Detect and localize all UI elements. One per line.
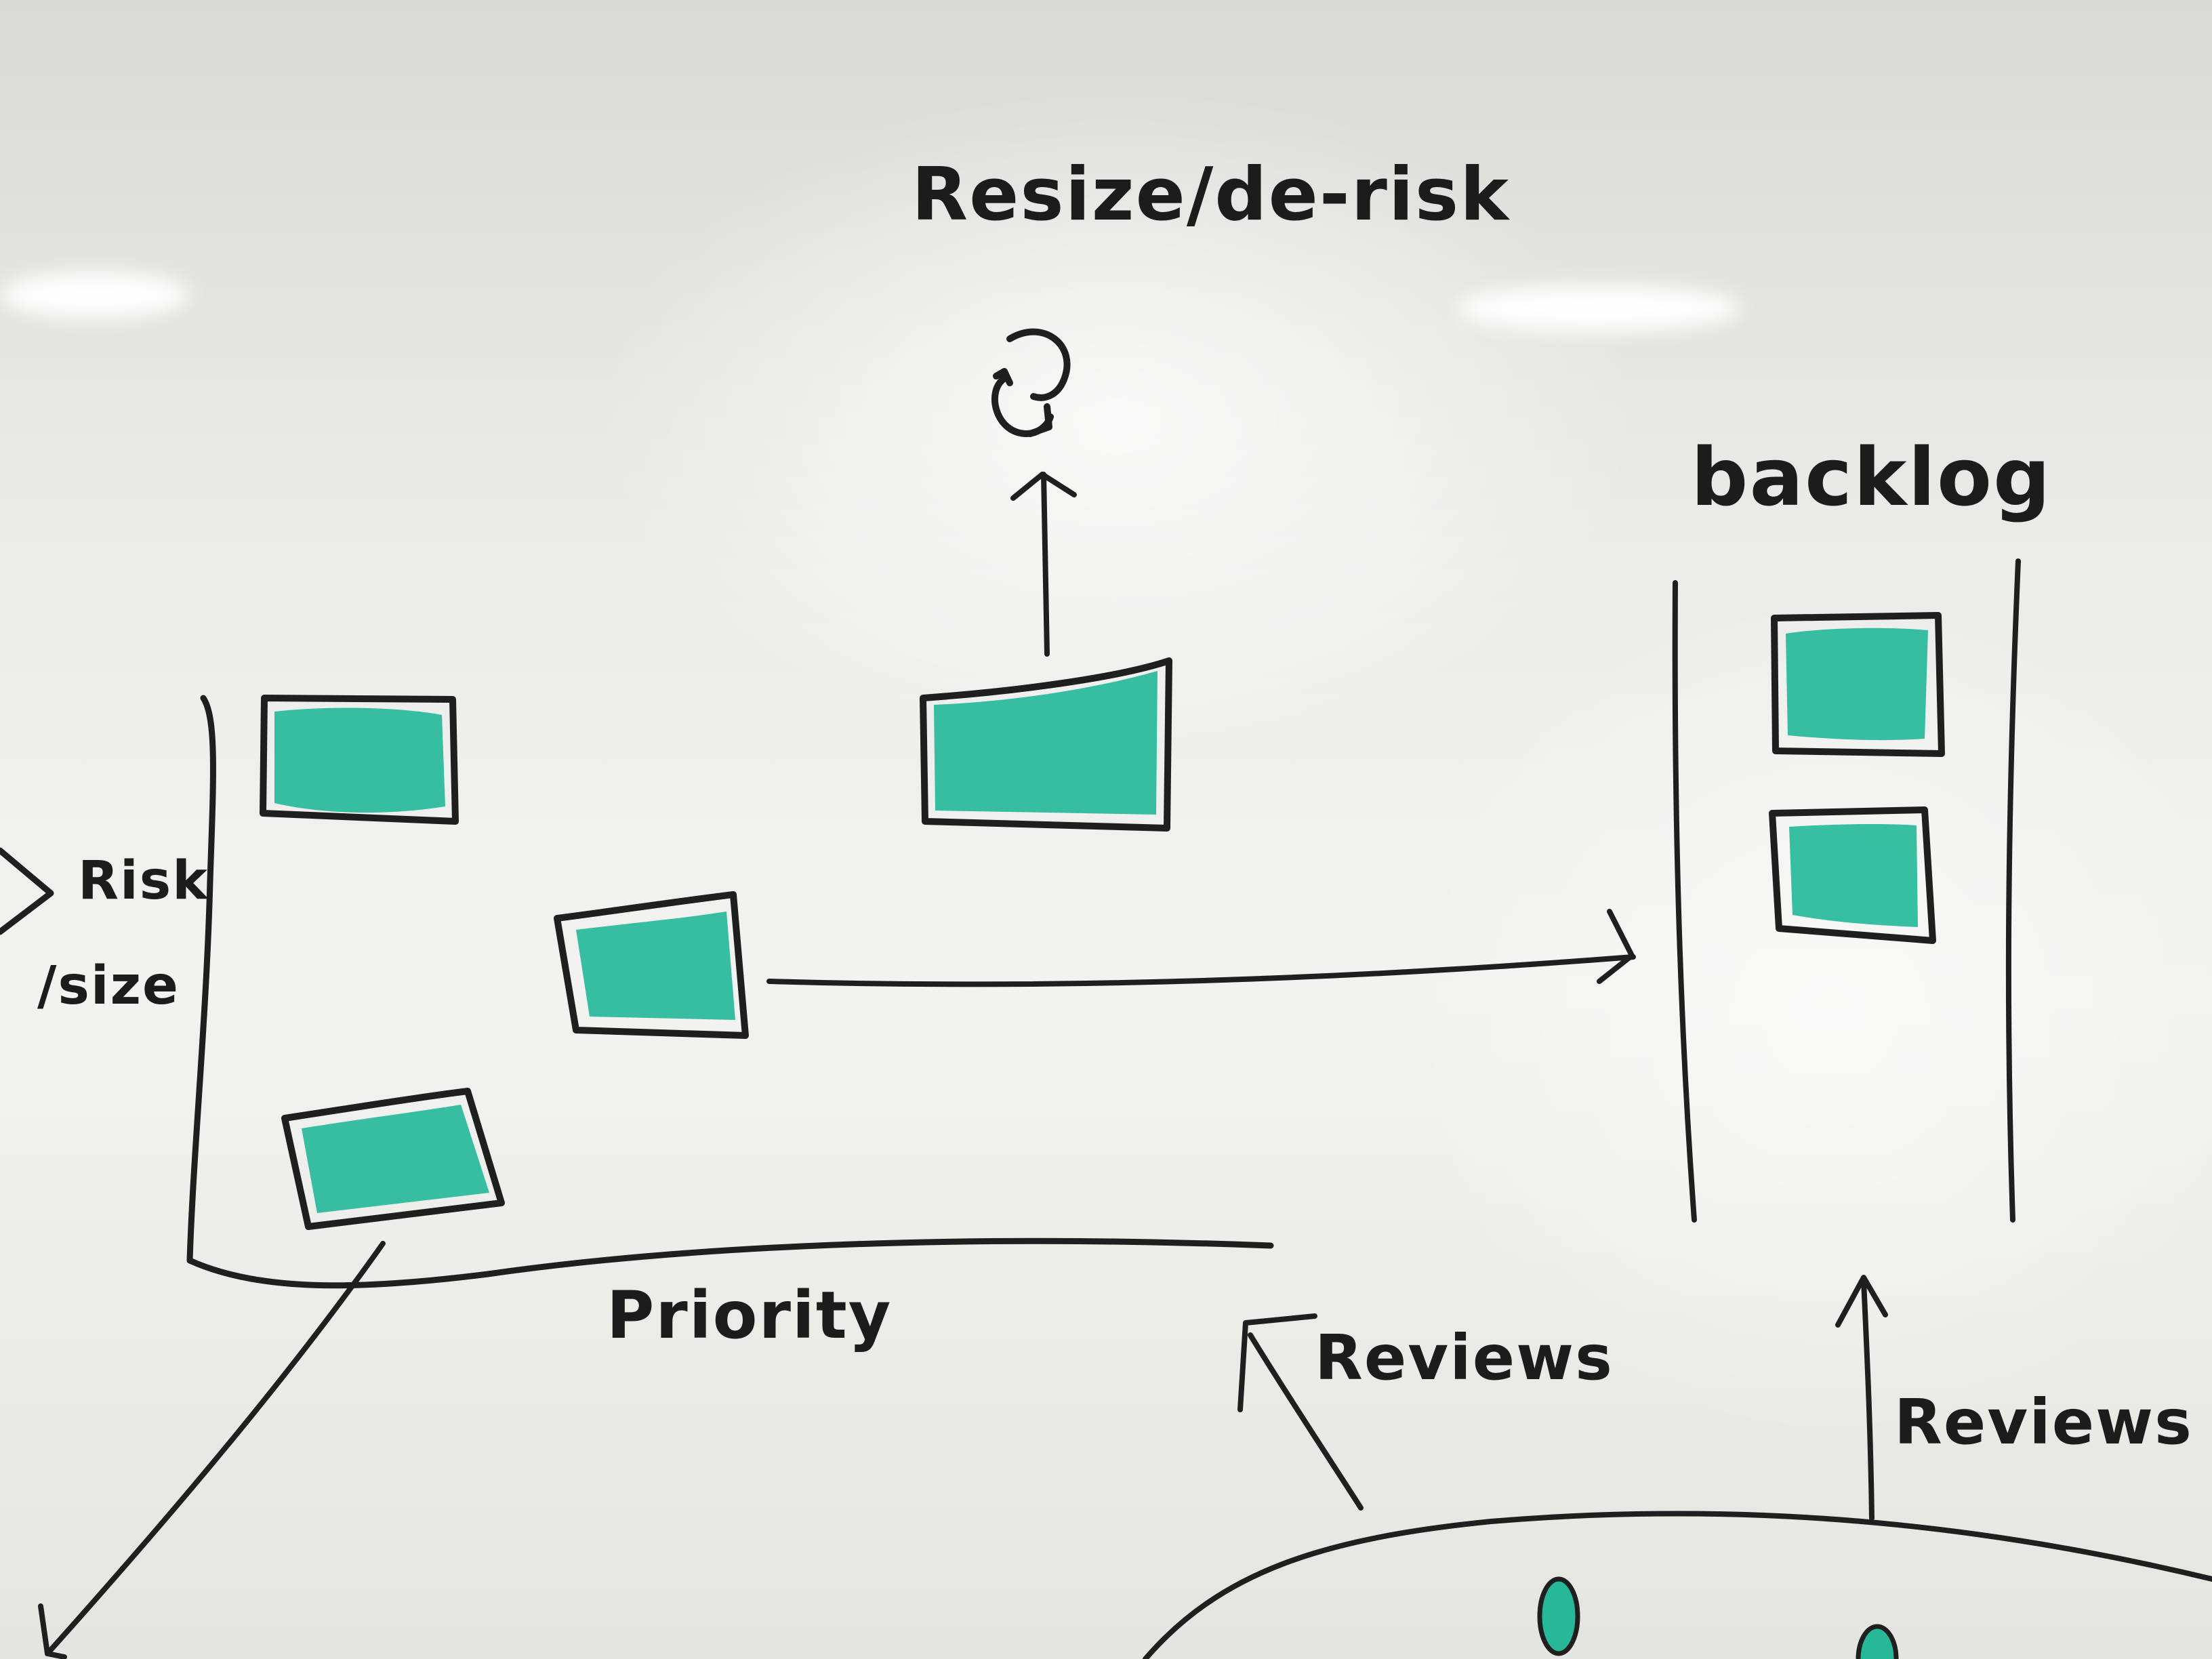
left-edge-arrow-icon <box>0 847 54 935</box>
reviews-right-arrow-icon <box>1835 1275 1888 1521</box>
team-member-dot <box>1856 1624 1899 1659</box>
y-axis-label: Risk <box>78 851 209 912</box>
backlog-left-line <box>1672 580 1697 1223</box>
x-axis-label: Priority <box>607 1277 893 1353</box>
y-axis-label: /size <box>37 956 180 1017</box>
refresh-cycle-icon <box>991 328 1071 437</box>
down-left-arrow-icon <box>38 1241 386 1659</box>
card-matrix-2 <box>920 657 1172 832</box>
card-matrix-3 <box>554 891 749 1039</box>
backlog-right-line <box>2005 558 2021 1223</box>
card-backlog-1 <box>1771 612 1945 757</box>
team-member-dot <box>1537 1576 1580 1656</box>
backlog-label: backlog <box>1691 430 2052 524</box>
matrix-y-axis <box>186 695 216 1264</box>
light-glare <box>0 271 190 319</box>
card-matrix-4 <box>281 1088 505 1230</box>
reviews-left-arrow-icon <box>1237 1313 1364 1511</box>
diagram-title: Resize/de-risk <box>912 152 1511 237</box>
card-backlog-2 <box>1769 806 1936 944</box>
up-arrow-icon <box>1010 472 1077 657</box>
matrix-x-axis <box>186 1237 1274 1289</box>
light-glare <box>1457 285 1742 332</box>
reviews-left-label: Reviews <box>1315 1322 1614 1394</box>
right-arrow-icon <box>766 909 1636 987</box>
team-ellipse <box>1143 1511 2212 1659</box>
reviews-right-label: Reviews <box>1894 1386 2193 1458</box>
card-matrix-1 <box>260 695 459 825</box>
